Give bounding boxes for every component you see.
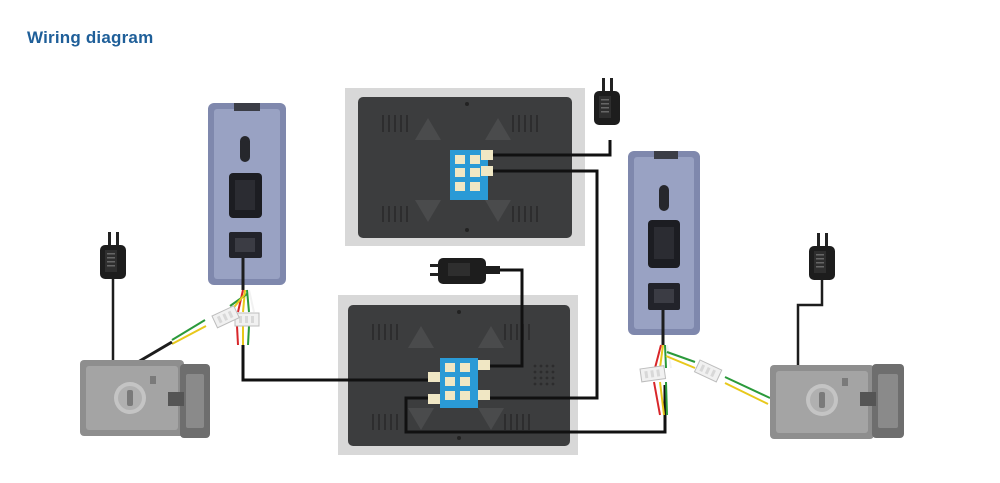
terminal-board-top	[450, 150, 493, 200]
wire-bundle-right	[653, 310, 771, 416]
power-adapter-icon	[100, 232, 126, 279]
electric-lock-icon	[80, 360, 210, 438]
adapter-leads	[111, 279, 824, 365]
power-adapter-icon	[594, 78, 620, 125]
cable-lines	[241, 140, 667, 434]
power-adapter-icon	[430, 258, 500, 284]
connector-icon	[694, 359, 723, 383]
door-station-icon	[208, 103, 286, 285]
terminal-board-bottom	[428, 358, 490, 408]
door-station-icon	[628, 151, 700, 335]
power-adapter-icon	[809, 233, 835, 280]
connector-icon	[639, 365, 667, 383]
diagram-title: Wiring diagram	[27, 28, 154, 47]
electric-lock-icon	[770, 364, 904, 439]
connector-icon	[234, 312, 260, 327]
